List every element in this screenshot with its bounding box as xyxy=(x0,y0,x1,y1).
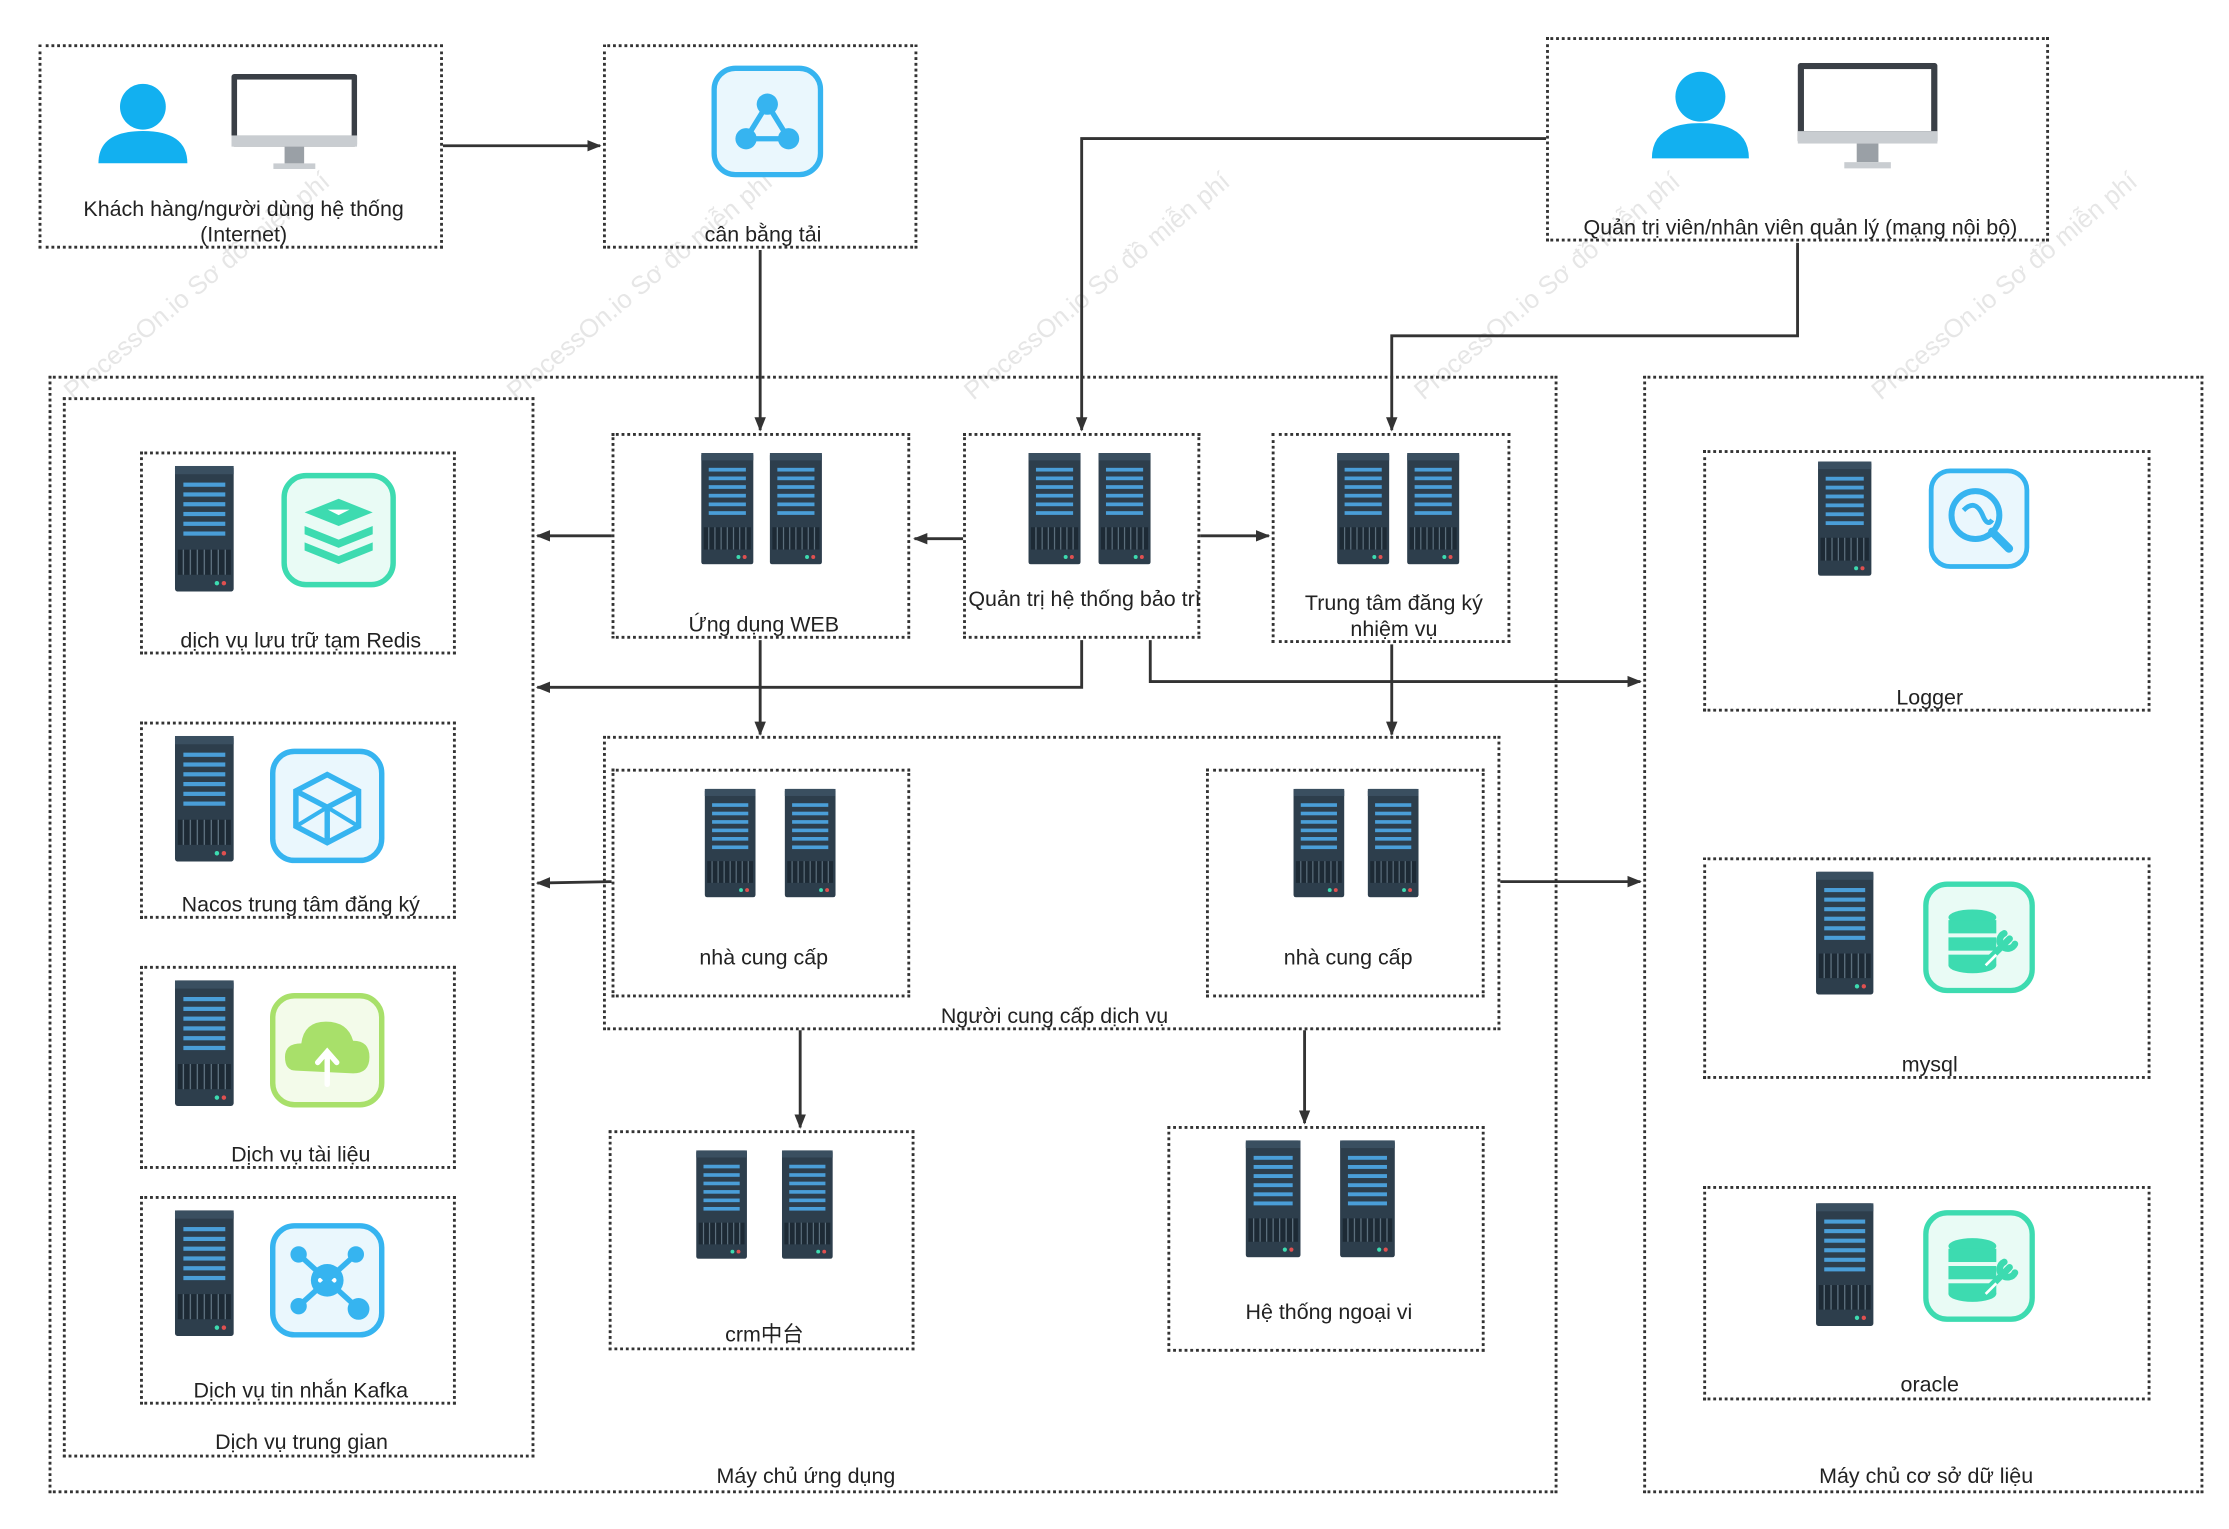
server-icon xyxy=(780,1150,834,1259)
server-icon xyxy=(1097,453,1151,564)
server-icon xyxy=(174,980,234,1106)
monitor-icon xyxy=(231,73,357,173)
oracle-label: oracle xyxy=(1900,1373,1959,1398)
web-app-label: Ứng dụng WEB xyxy=(688,612,840,638)
oracle-box[interactable]: oracle xyxy=(1703,1185,2151,1401)
kafka-label: Dịch vụ tin nhắn Kafka xyxy=(193,1378,409,1404)
middleware-box: Dịch vụ trung gian xyxy=(62,397,535,1458)
task-registry-box[interactable]: Trung tâm đăng ký nhiệm vụ xyxy=(1271,432,1511,644)
server-icon xyxy=(703,789,757,898)
server-icon xyxy=(1339,1140,1396,1257)
admins-label: Quản trị viên/nhân viên quản lý (mạng nộ… xyxy=(1583,215,2018,241)
external-system-label: Hệ thống ngoại vi xyxy=(1245,1300,1413,1325)
external-system-box[interactable]: Hệ thống ngoại vi xyxy=(1167,1125,1485,1352)
nacos-label: Nacos trung tâm đăng ký xyxy=(181,893,420,918)
provider-label: nhà cung cấp xyxy=(699,945,829,971)
providers-label: Người cung cấp dịch vụ xyxy=(940,1004,1169,1029)
redis-service-box[interactable]: dịch vụ lưu trữ tạm Redis xyxy=(140,451,456,655)
server-icon xyxy=(1292,789,1346,898)
load-balancer-icon xyxy=(706,64,829,178)
nacos-service-box[interactable]: Nacos trung tâm đăng ký xyxy=(140,721,456,919)
db-server-box: Máy chủ cơ sở dữ liệu xyxy=(1643,375,2204,1494)
ops-admin-label: Quản trị hệ thống bảo trì xyxy=(968,587,1201,612)
load-balancer-label: cân bằng tải xyxy=(704,222,822,248)
clients-label: Khách hàng/người dùng hệ thống (Internet… xyxy=(83,197,404,248)
logger-box[interactable]: Logger xyxy=(1703,450,2151,712)
clients-box[interactable]: Khách hàng/người dùng hệ thống (Internet… xyxy=(38,44,443,249)
server-icon xyxy=(1366,789,1420,898)
middleware-label: Dịch vụ trung gian xyxy=(215,1430,388,1455)
server-icon xyxy=(1027,453,1081,564)
provider-box[interactable]: nhà cung cấp xyxy=(611,768,911,998)
mysql-label: mysql xyxy=(1901,1053,1958,1078)
server-icon xyxy=(174,1210,234,1336)
crm-label: crm中台 xyxy=(725,1323,804,1348)
kafka-hub-icon xyxy=(266,1222,389,1339)
ops-admin-box[interactable]: Quản trị hệ thống bảo trì xyxy=(963,432,1201,639)
app-server-label: Máy chủ ứng dụng xyxy=(716,1464,896,1489)
server-icon xyxy=(174,466,234,592)
admins-box[interactable]: Quản trị viên/nhân viên quản lý (mạng nộ… xyxy=(1546,37,2050,242)
logger-label: Logger xyxy=(1896,685,1964,711)
app-server-box: Máy chủ ứng dụng xyxy=(48,375,1558,1494)
server-icon xyxy=(1815,872,1875,995)
providers-box: Người cung cấp dịch vụ xyxy=(602,735,1501,1031)
document-service-label: Dịch vụ tài liệu xyxy=(231,1143,371,1168)
server-icon xyxy=(1815,462,1875,576)
database-wrench-icon xyxy=(1918,1209,2041,1323)
redis-icon xyxy=(277,472,400,589)
user-icon xyxy=(1649,69,1752,160)
server-icon xyxy=(783,789,837,898)
server-icon xyxy=(1815,1203,1875,1326)
database-wrench-icon xyxy=(1918,880,2041,994)
load-balancer-box[interactable]: cân bằng tải xyxy=(602,44,918,249)
crm-box[interactable]: crm中台 xyxy=(608,1130,915,1351)
server-icon xyxy=(700,453,754,564)
server-icon xyxy=(174,736,234,862)
user-icon xyxy=(96,79,190,168)
nacos-cube-icon xyxy=(266,747,389,864)
web-app-box[interactable]: Ứng dụng WEB xyxy=(611,432,911,639)
server-icon xyxy=(694,1150,748,1259)
server-icon xyxy=(1336,453,1390,564)
provider-box[interactable]: nhà cung cấp xyxy=(1205,768,1485,998)
kafka-service-box[interactable]: Dịch vụ tin nhắn Kafka xyxy=(140,1195,456,1405)
task-registry-label: Trung tâm đăng ký nhiệm vụ xyxy=(1304,591,1483,642)
db-server-label: Máy chủ cơ sở dữ liệu xyxy=(1819,1464,2034,1489)
server-icon xyxy=(1245,1140,1302,1257)
redis-label: dịch vụ lưu trữ tạm Redis xyxy=(180,628,422,654)
mysql-box[interactable]: mysql xyxy=(1703,857,2151,1079)
logger-search-icon xyxy=(1918,467,2041,570)
cloud-upload-icon xyxy=(266,992,389,1109)
server-icon xyxy=(769,453,823,564)
monitor-icon xyxy=(1798,63,1938,172)
server-icon xyxy=(1406,453,1460,564)
document-service-box[interactable]: Dịch vụ tài liệu xyxy=(140,965,456,1169)
provider-label: nhà cung cấp xyxy=(1283,945,1413,971)
